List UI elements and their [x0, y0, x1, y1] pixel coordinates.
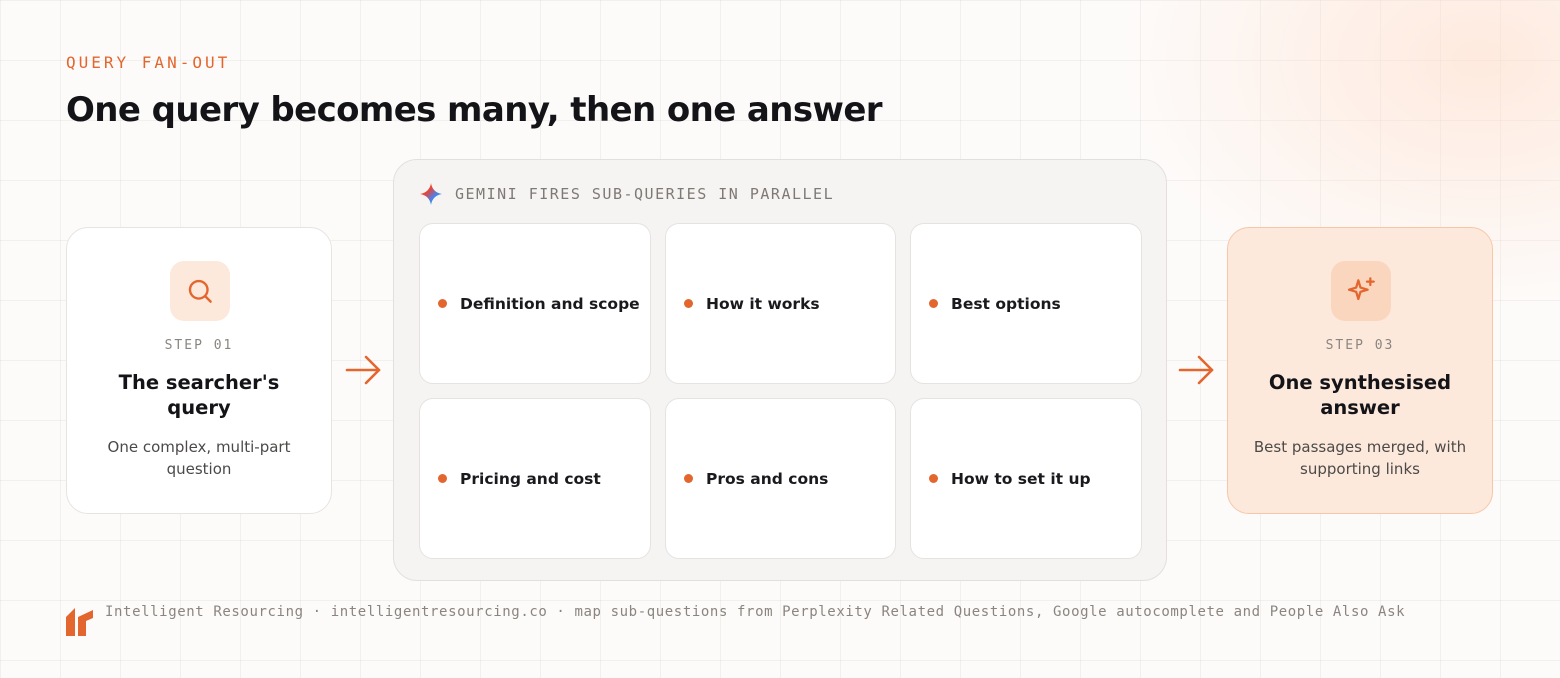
sub-query-label: Definition and scope: [460, 294, 640, 313]
step-description: One complex, multi-part question: [107, 438, 291, 478]
step-label: STEP 03: [1325, 338, 1395, 353]
footer-credit: Intelligent Resourcing · intelligentreso…: [105, 604, 1406, 620]
sub-query-grid: Definition and scope How it works Best o…: [419, 223, 1142, 559]
sub-query-card: Definition and scope: [419, 223, 651, 384]
sub-query-label: How it works: [706, 294, 820, 313]
panel-header: GEMINI FIRES SUB-QUERIES IN PARALLEL: [419, 182, 834, 206]
bullet-dot-icon: [438, 299, 447, 308]
search-icon: [188, 279, 212, 303]
intelligent-resourcing-logo: [66, 608, 93, 636]
sub-query-label: How to set it up: [951, 469, 1091, 488]
panel-title: GEMINI FIRES SUB-QUERIES IN PARALLEL: [455, 185, 835, 203]
step-title: The searcher's query: [118, 371, 280, 419]
gemini-sparkle-icon: [420, 183, 442, 205]
bullet-dot-icon: [438, 474, 447, 483]
bullet-dot-icon: [684, 299, 693, 308]
step-icon-box: [1331, 261, 1391, 321]
bullet-dot-icon: [929, 474, 938, 483]
sub-query-card: Best options: [910, 223, 1142, 384]
eyebrow-label: QUERY FAN-OUT: [66, 53, 231, 72]
bullet-dot-icon: [929, 299, 938, 308]
step-card-answer: STEP 03 One synthesised answer Best pass…: [1227, 227, 1493, 514]
step-card-query: STEP 01 The searcher's query One complex…: [66, 227, 332, 514]
sub-query-label: Best options: [951, 294, 1061, 313]
sub-queries-panel: GEMINI FIRES SUB-QUERIES IN PARALLEL Def…: [393, 159, 1167, 581]
sub-query-card: How it works: [665, 223, 896, 384]
sub-query-card: Pricing and cost: [419, 398, 651, 559]
sub-query-card: Pros and cons: [665, 398, 896, 559]
arrow-right-icon: [1178, 355, 1214, 385]
sparkles-icon: [1347, 277, 1375, 301]
sub-query-label: Pros and cons: [706, 469, 829, 488]
arrow-right-icon: [345, 355, 381, 385]
bullet-dot-icon: [684, 474, 693, 483]
footer: Intelligent Resourcing · intelligentreso…: [66, 602, 1465, 636]
sub-query-label: Pricing and cost: [460, 469, 601, 488]
page-title: One query becomes many, then one answer: [66, 90, 883, 130]
step-title: One synthesised answer: [1268, 371, 1452, 419]
step-description: Best passages merged, with supporting li…: [1253, 438, 1467, 478]
step-icon-box: [170, 261, 230, 321]
sub-query-card: How to set it up: [910, 398, 1142, 559]
step-label: STEP 01: [164, 338, 234, 353]
